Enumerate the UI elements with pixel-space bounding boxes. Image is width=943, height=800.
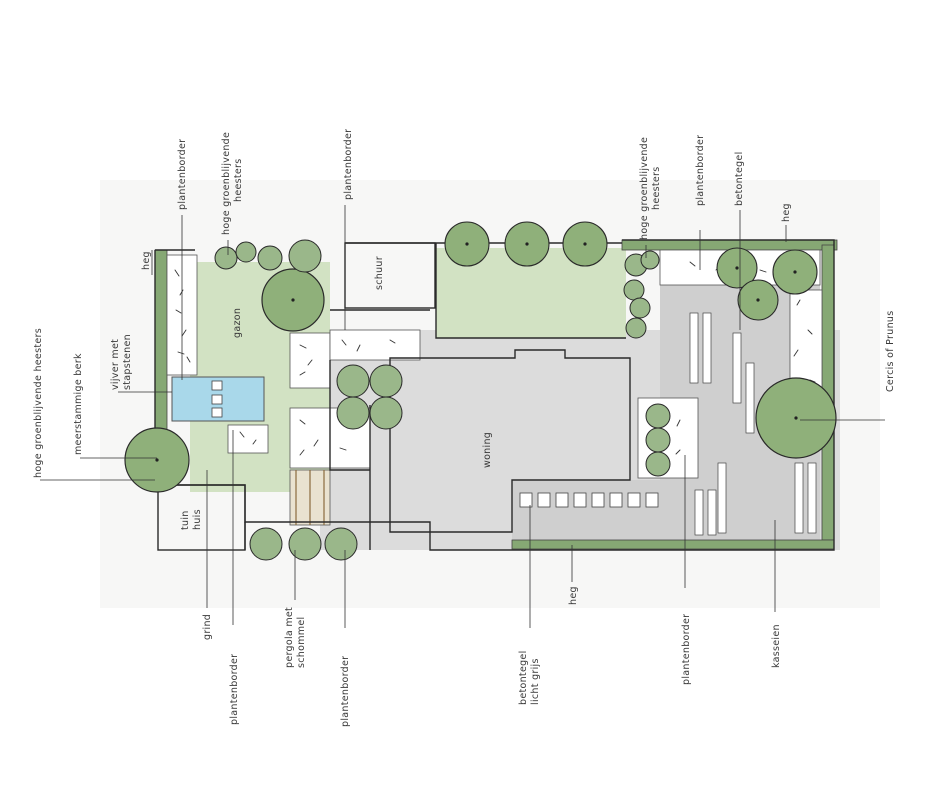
pergola <box>289 469 331 526</box>
betontegel-tiles <box>519 492 659 508</box>
stepping-stone <box>211 394 223 405</box>
tree-group <box>336 364 370 398</box>
woning-building <box>389 349 631 533</box>
hedge-left <box>154 249 168 431</box>
label-vijver-1: vijver met <box>110 339 121 390</box>
label-plantenborder-top-right: plantenborder <box>695 135 706 206</box>
label-betontegel-licht-1: betontegel <box>518 650 529 705</box>
label-pergola-1: pergola met <box>284 607 295 668</box>
label-hoge-groenblijvende-top-1: hoge groenblijvende <box>221 132 232 235</box>
hedge-top <box>621 239 838 251</box>
tree-box <box>645 427 671 453</box>
stepping-stone <box>211 380 223 391</box>
paving-strip <box>702 312 712 384</box>
border-mid-left <box>289 332 331 389</box>
paving-strip <box>745 362 755 434</box>
paving-strip <box>794 462 804 534</box>
tuinhuis-building <box>157 484 246 551</box>
label-hoge-groenblijvende-right-2: heesters <box>651 167 662 211</box>
label-plantenborder-top-left: plantenborder <box>177 139 188 210</box>
paving-strip <box>717 462 727 534</box>
tree-bottom <box>324 527 358 561</box>
label-plantenborder-bottom-mid: plantenborder <box>340 656 351 727</box>
paving-strip <box>689 312 699 384</box>
label-gazon: gazon <box>232 308 243 338</box>
label-betontegel-licht-2: licht grijs <box>530 658 541 705</box>
tree-group <box>369 396 403 430</box>
hedge-bottom <box>511 539 835 550</box>
tree-group <box>336 396 370 430</box>
label-cercis: Cercis of Prunus <box>885 311 896 392</box>
planting-marks <box>174 259 816 456</box>
tree-box <box>645 451 671 477</box>
label-heg-top-left: heg <box>141 251 152 270</box>
tree-centres <box>155 242 798 462</box>
label-plantenborder-bottom-left: plantenborder <box>229 654 240 725</box>
tree-bottom <box>249 527 283 561</box>
label-woning: woning <box>482 432 493 468</box>
label-plantenborder-top-mid: plantenborder <box>343 129 354 200</box>
label-tuinhuis-2: huis <box>192 509 203 530</box>
label-heg-bottom: heg <box>568 586 579 605</box>
stepping-stone <box>211 407 223 418</box>
paving-strip <box>694 489 704 536</box>
tree-bottom <box>288 527 322 561</box>
label-grind: grind <box>202 614 213 640</box>
paving-strip <box>807 462 817 534</box>
paving-strip <box>732 332 742 404</box>
label-plantenborder-bottom-right: plantenborder <box>681 614 692 685</box>
tree-group <box>369 364 403 398</box>
label-pergola-2: schommel <box>296 617 307 668</box>
label-tuinhuis-1: tuin <box>180 510 191 530</box>
inner-wall <box>244 243 626 550</box>
paving-strip <box>707 489 717 536</box>
border-small <box>227 424 269 454</box>
betontegel-area <box>512 480 672 540</box>
border-mid <box>329 329 421 361</box>
tree-box <box>645 403 671 429</box>
label-hoge-groenblijvende-left: hoge groenblijvende heesters <box>33 328 44 478</box>
label-heg-top-right: heg <box>781 203 792 222</box>
label-betontegel-top: betontegel <box>734 151 745 206</box>
label-kasseien: kasseien <box>771 624 782 668</box>
label-schuur: schuur <box>374 256 385 290</box>
label-vijver-2: stapstenen <box>122 334 133 390</box>
label-hoge-groenblijvende-top-2: heesters <box>233 159 244 203</box>
evergreen-shrubs-left <box>214 239 322 273</box>
leader-lines <box>40 205 885 628</box>
evergreen-shrubs-right <box>623 250 660 339</box>
label-meerstammige-berk: meerstammige berk <box>73 353 84 455</box>
label-hoge-groenblijvende-right-1: hoge groenblijvende <box>639 137 650 240</box>
